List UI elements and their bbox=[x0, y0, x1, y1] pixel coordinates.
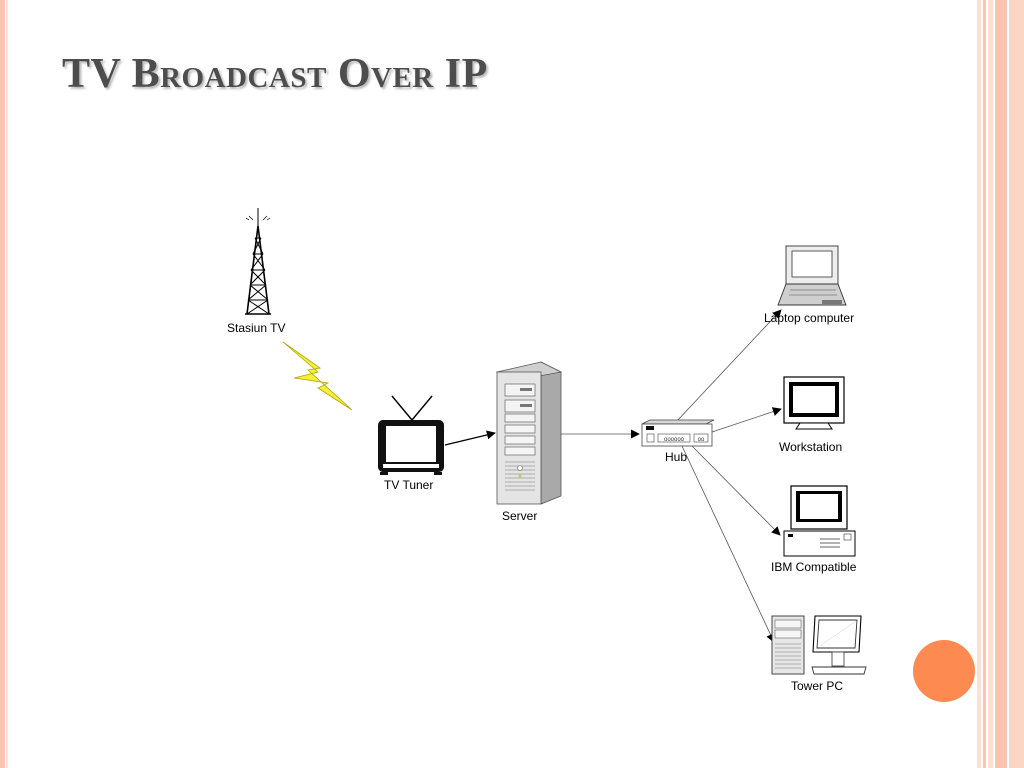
right-border-stripe-4 bbox=[995, 0, 1007, 768]
left-border-stripe bbox=[0, 0, 5, 768]
edge-hub-laptop bbox=[675, 309, 782, 423]
edge-hub-workstation bbox=[711, 407, 782, 433]
left-border-stripe-inner bbox=[6, 0, 8, 768]
label-hub: Hub bbox=[665, 450, 688, 464]
label-stasiun-tv: Stasiun TV bbox=[227, 321, 286, 335]
tower-pc-icon bbox=[771, 615, 867, 675]
television-icon bbox=[378, 395, 444, 475]
laptop-icon bbox=[777, 245, 847, 306]
label-laptop-computer: Laptop computer bbox=[764, 311, 855, 325]
label-tv-tuner: TV Tuner bbox=[384, 478, 434, 492]
lightning-bolt-icon bbox=[282, 341, 353, 411]
decorative-orange-circle bbox=[913, 640, 975, 702]
svg-text:oo: oo bbox=[698, 437, 705, 443]
svg-text:oooooo: oooooo bbox=[664, 437, 685, 443]
slide-title: TV Broadcast Over IP bbox=[62, 51, 488, 97]
right-border-stripe-5 bbox=[1009, 0, 1024, 768]
edge-hub-tower bbox=[681, 445, 775, 643]
edge-tuner-server bbox=[444, 430, 496, 446]
label-workstation: Workstation bbox=[779, 440, 843, 454]
hub-icon: oooooo oo bbox=[641, 419, 715, 447]
desktop-pc-icon bbox=[783, 485, 856, 557]
label-tower-pc: Tower PC bbox=[791, 679, 844, 693]
monitor-icon bbox=[783, 376, 845, 430]
right-border-stripe-2 bbox=[983, 0, 986, 768]
server-icon bbox=[495, 361, 563, 505]
label-ibm-compatible: IBM Compatible bbox=[771, 560, 857, 574]
right-border-stripe-3 bbox=[988, 0, 993, 768]
label-server: Server bbox=[502, 509, 538, 523]
right-border-stripe-1 bbox=[977, 0, 981, 768]
edge-hub-ibm bbox=[691, 445, 781, 536]
broadcast-tower-icon bbox=[245, 208, 271, 315]
